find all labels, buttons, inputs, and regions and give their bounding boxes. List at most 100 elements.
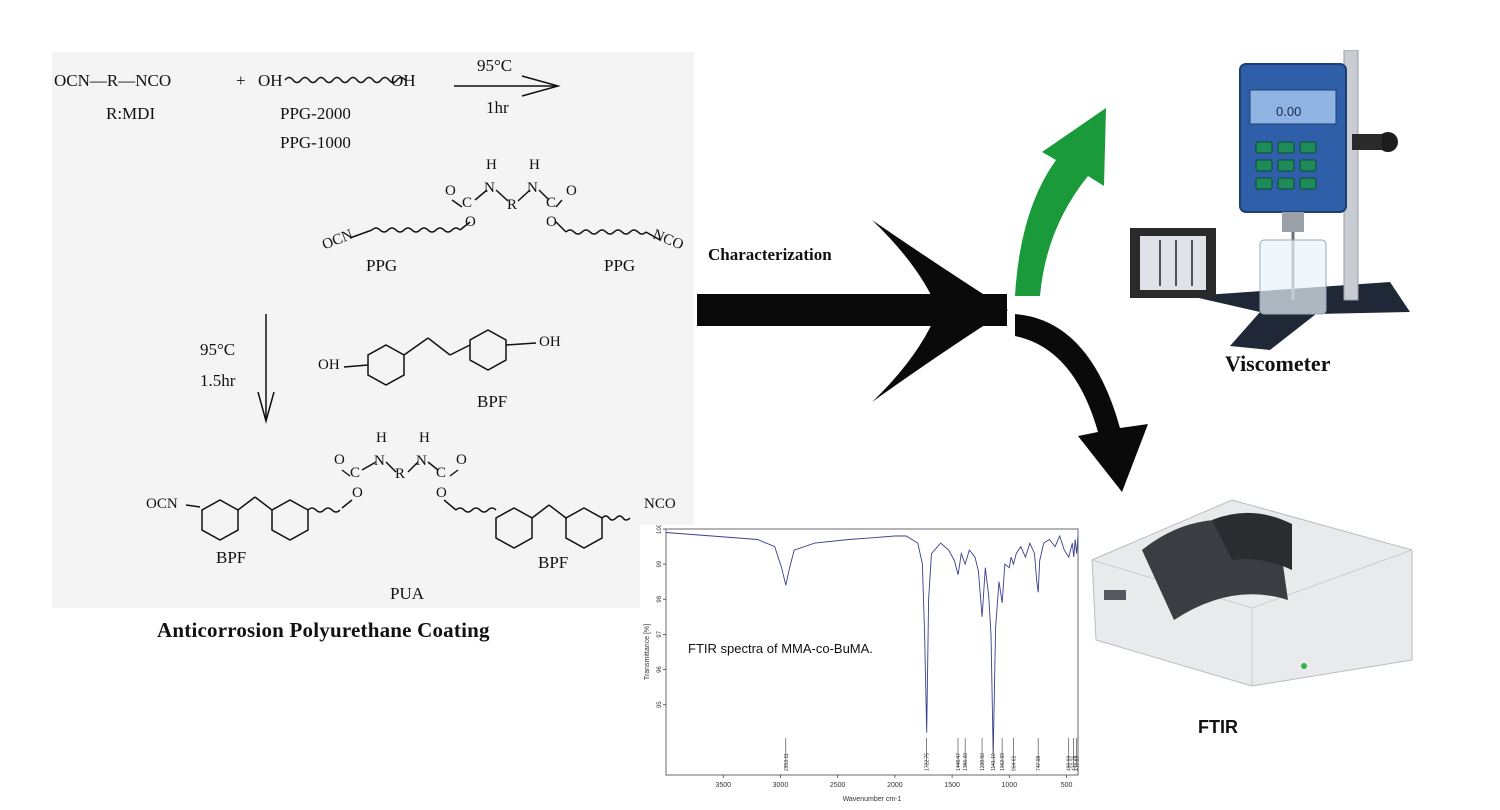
ftir-label: FTIR [1198,717,1238,737]
peak-label: 1722.75 [925,753,931,771]
product-bridge-2b [548,504,567,519]
bpf-bond-oh-right [505,342,537,346]
prepolymer-c-right: C [546,195,557,211]
ppg-2000-label: PPG-2000 [280,104,351,123]
prepolymer-r-center: R [507,197,518,213]
viscometer-key [1255,141,1273,154]
prepolymer-c-double-bond-right [555,199,563,208]
ppg-wavy-chain [284,76,406,84]
prepolymer-ppg-chain-right [565,229,647,235]
product-bond-n-c [427,461,439,471]
product-bond-r-n [407,461,419,473]
viscometer-key [1299,141,1317,154]
characterization-arrow-head [872,220,1008,402]
scheme-structures [185,75,661,549]
viscometer-key [1277,159,1295,172]
viscometer-clamp [1352,134,1382,150]
product-bridge-1b [254,496,273,511]
step1-arrowhead [521,75,561,97]
peak-label: 1386.20 [963,753,969,771]
prepolymer-bond-o-left [459,221,471,231]
y-tick-label: 95 [657,701,663,708]
x-tick-label: 1000 [1002,782,1018,789]
product-h-right: H [419,430,430,446]
product-chain-end [601,515,631,521]
product-r-center: R [395,466,406,482]
prepolymer-ester-o-right: O [546,214,557,230]
product-ester-o-right: O [436,485,447,501]
prepolymer-ppg-label-right: PPG [604,256,636,275]
product-bridge-1a [237,496,256,511]
ppg-oh-left: OH [258,71,283,90]
viscometer-keypad [1255,141,1317,190]
y-tick-label: 98 [657,595,663,602]
characterization-label: Characterization [708,245,832,264]
peak-label: 1448.47 [956,753,962,771]
product-ocn-end: OCN [146,496,178,512]
x-tick-label: 1500 [944,782,960,789]
bpf-ring-left [367,344,405,386]
x-axis-label: Wavenumber cm-1 [843,796,902,803]
product-ester-o-left: O [352,485,363,501]
product-c-left: C [350,465,361,481]
product-o-left: O [334,452,345,468]
product-n-right: N [416,453,427,469]
plus-sign: + [236,71,246,90]
prepolymer-bond-c-n-left [474,189,488,201]
viscometer-beaker [1259,239,1327,315]
product-nco-end: NCO [644,496,676,512]
prepolymer-bond-o-right [555,221,567,233]
x-tick-label: 2000 [887,782,903,789]
prepolymer-o-right: O [566,183,577,199]
plot-frame [665,528,1079,776]
peak-label: 412.83 [1075,755,1081,771]
bpf-reagent-label: BPF [477,392,508,411]
prepolymer-o-left: O [445,183,456,199]
x-tick-label: 2500 [830,782,846,789]
product-n-left: N [374,453,385,469]
viscometer-key [1277,141,1295,154]
ftir-power-led [1301,663,1307,669]
prepolymer-c-double-bond-left [451,199,463,208]
x-tick-label: 500 [1061,782,1073,789]
prepolymer-n-right: N [527,180,538,196]
coating-title: Anticorrosion Polyurethane Coating [157,618,490,642]
peak-label: 1062.99 [1000,753,1006,771]
peak-label: 1141.10 [991,753,997,771]
prepolymer-ppg-label-left: PPG [366,256,398,275]
step2-temperature: 95°C [200,340,236,359]
step2-time: 1.5hr [200,371,236,390]
viscometer-body [1239,63,1347,213]
ftir-lid-top [1212,512,1292,570]
y-tick-label: 99 [657,560,663,567]
viscometer-screen [1249,89,1337,125]
ppg-1000-label: PPG-1000 [280,133,351,152]
ppg-oh-right: OH [391,71,416,90]
viscometer-key [1299,159,1317,172]
y-axis-label: Transmittance [%] [644,624,651,680]
flow-arrows [697,108,1148,492]
viscometer-key [1255,177,1273,190]
product-bridge-2a [531,504,550,519]
ftir-label-plate [1104,590,1126,600]
peak-label: 747.98 [1036,755,1042,771]
peak-label: 1238.50 [980,753,986,771]
product-chain-right [455,507,497,513]
product-c-right: C [436,465,447,481]
viscometer-key [1299,177,1317,190]
bpf-oh-right: OH [539,334,561,350]
bpf-bridge-3 [449,344,471,356]
prepolymer-h-left: H [486,157,497,173]
product-chain-left [307,507,341,513]
peak-label: 964.61 [1011,755,1017,771]
x-tick-label: 3500 [715,782,731,789]
product-bpf-label-right: BPF [538,553,569,572]
product-c-double-bond-left [341,469,351,477]
product-bond-n-r [385,461,397,473]
viscometer-label: Viscometer [1225,351,1331,376]
product-bond-c-n-left [361,461,377,471]
product-bond-o-left [341,499,353,509]
prepolymer-bond-n-c [538,189,550,201]
